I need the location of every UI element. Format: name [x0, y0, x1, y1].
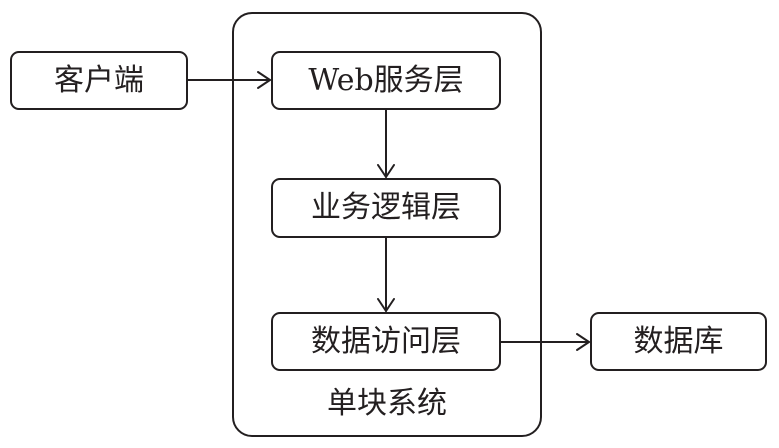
data-access-layer-node: 数据访问层: [271, 312, 501, 371]
database-node: 数据库: [590, 312, 767, 371]
arrowhead-business-to-data-access: [377, 298, 395, 312]
arrowhead-web-to-business: [377, 164, 395, 178]
web-layer-node: Web服务层: [271, 51, 501, 110]
monolith-system-container: [232, 12, 542, 437]
arrowhead-data-access-to-database: [576, 333, 590, 351]
arrowhead-client-to-web: [257, 71, 271, 89]
monolith-system-label: 单块系统: [327, 386, 447, 421]
client-node: 客户端: [10, 51, 188, 110]
